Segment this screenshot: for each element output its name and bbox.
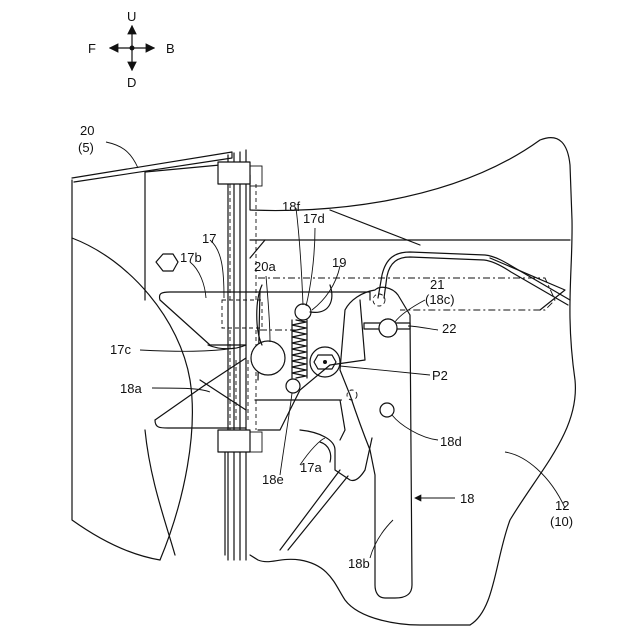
label-17c: 17c: [110, 342, 131, 357]
label-17d: 17d: [303, 211, 325, 226]
label-20: 20: [80, 123, 94, 138]
label-18f: 18f: [282, 199, 300, 214]
label-22: 22: [442, 321, 456, 336]
direction-compass: U D F B: [88, 9, 175, 90]
cover-20: [72, 152, 232, 560]
compass-down-label: D: [127, 75, 136, 90]
label-17b: 17b: [180, 250, 202, 265]
label-18: 18: [460, 491, 474, 506]
label-21: 21: [430, 277, 444, 292]
label-10: (10): [550, 514, 573, 529]
label-18c: (18c): [425, 292, 455, 307]
compass-back-label: B: [166, 41, 175, 56]
leader-lines: [106, 142, 565, 558]
hex-nut: [156, 254, 178, 271]
pin-18d: [380, 403, 394, 417]
label-18d: 18d: [440, 434, 462, 449]
compass-front-label: F: [88, 41, 96, 56]
compass-up-label: U: [127, 9, 136, 24]
pin-21: [364, 319, 410, 337]
label-18a: 18a: [120, 381, 142, 396]
plate-17: [155, 290, 372, 550]
lever-18: [340, 287, 412, 598]
label-5: (5): [78, 140, 94, 155]
label-18e: 18e: [262, 472, 284, 487]
wire-rod: [378, 252, 570, 305]
pivot-p2: [310, 347, 340, 377]
label-20a: 20a: [254, 259, 276, 274]
label-17a: 17a: [300, 460, 322, 475]
label-p2: P2: [432, 368, 448, 383]
label-18b: 18b: [348, 556, 370, 571]
label-19: 19: [332, 255, 346, 270]
label-12: 12: [555, 498, 569, 513]
label-17: 17: [202, 231, 216, 246]
